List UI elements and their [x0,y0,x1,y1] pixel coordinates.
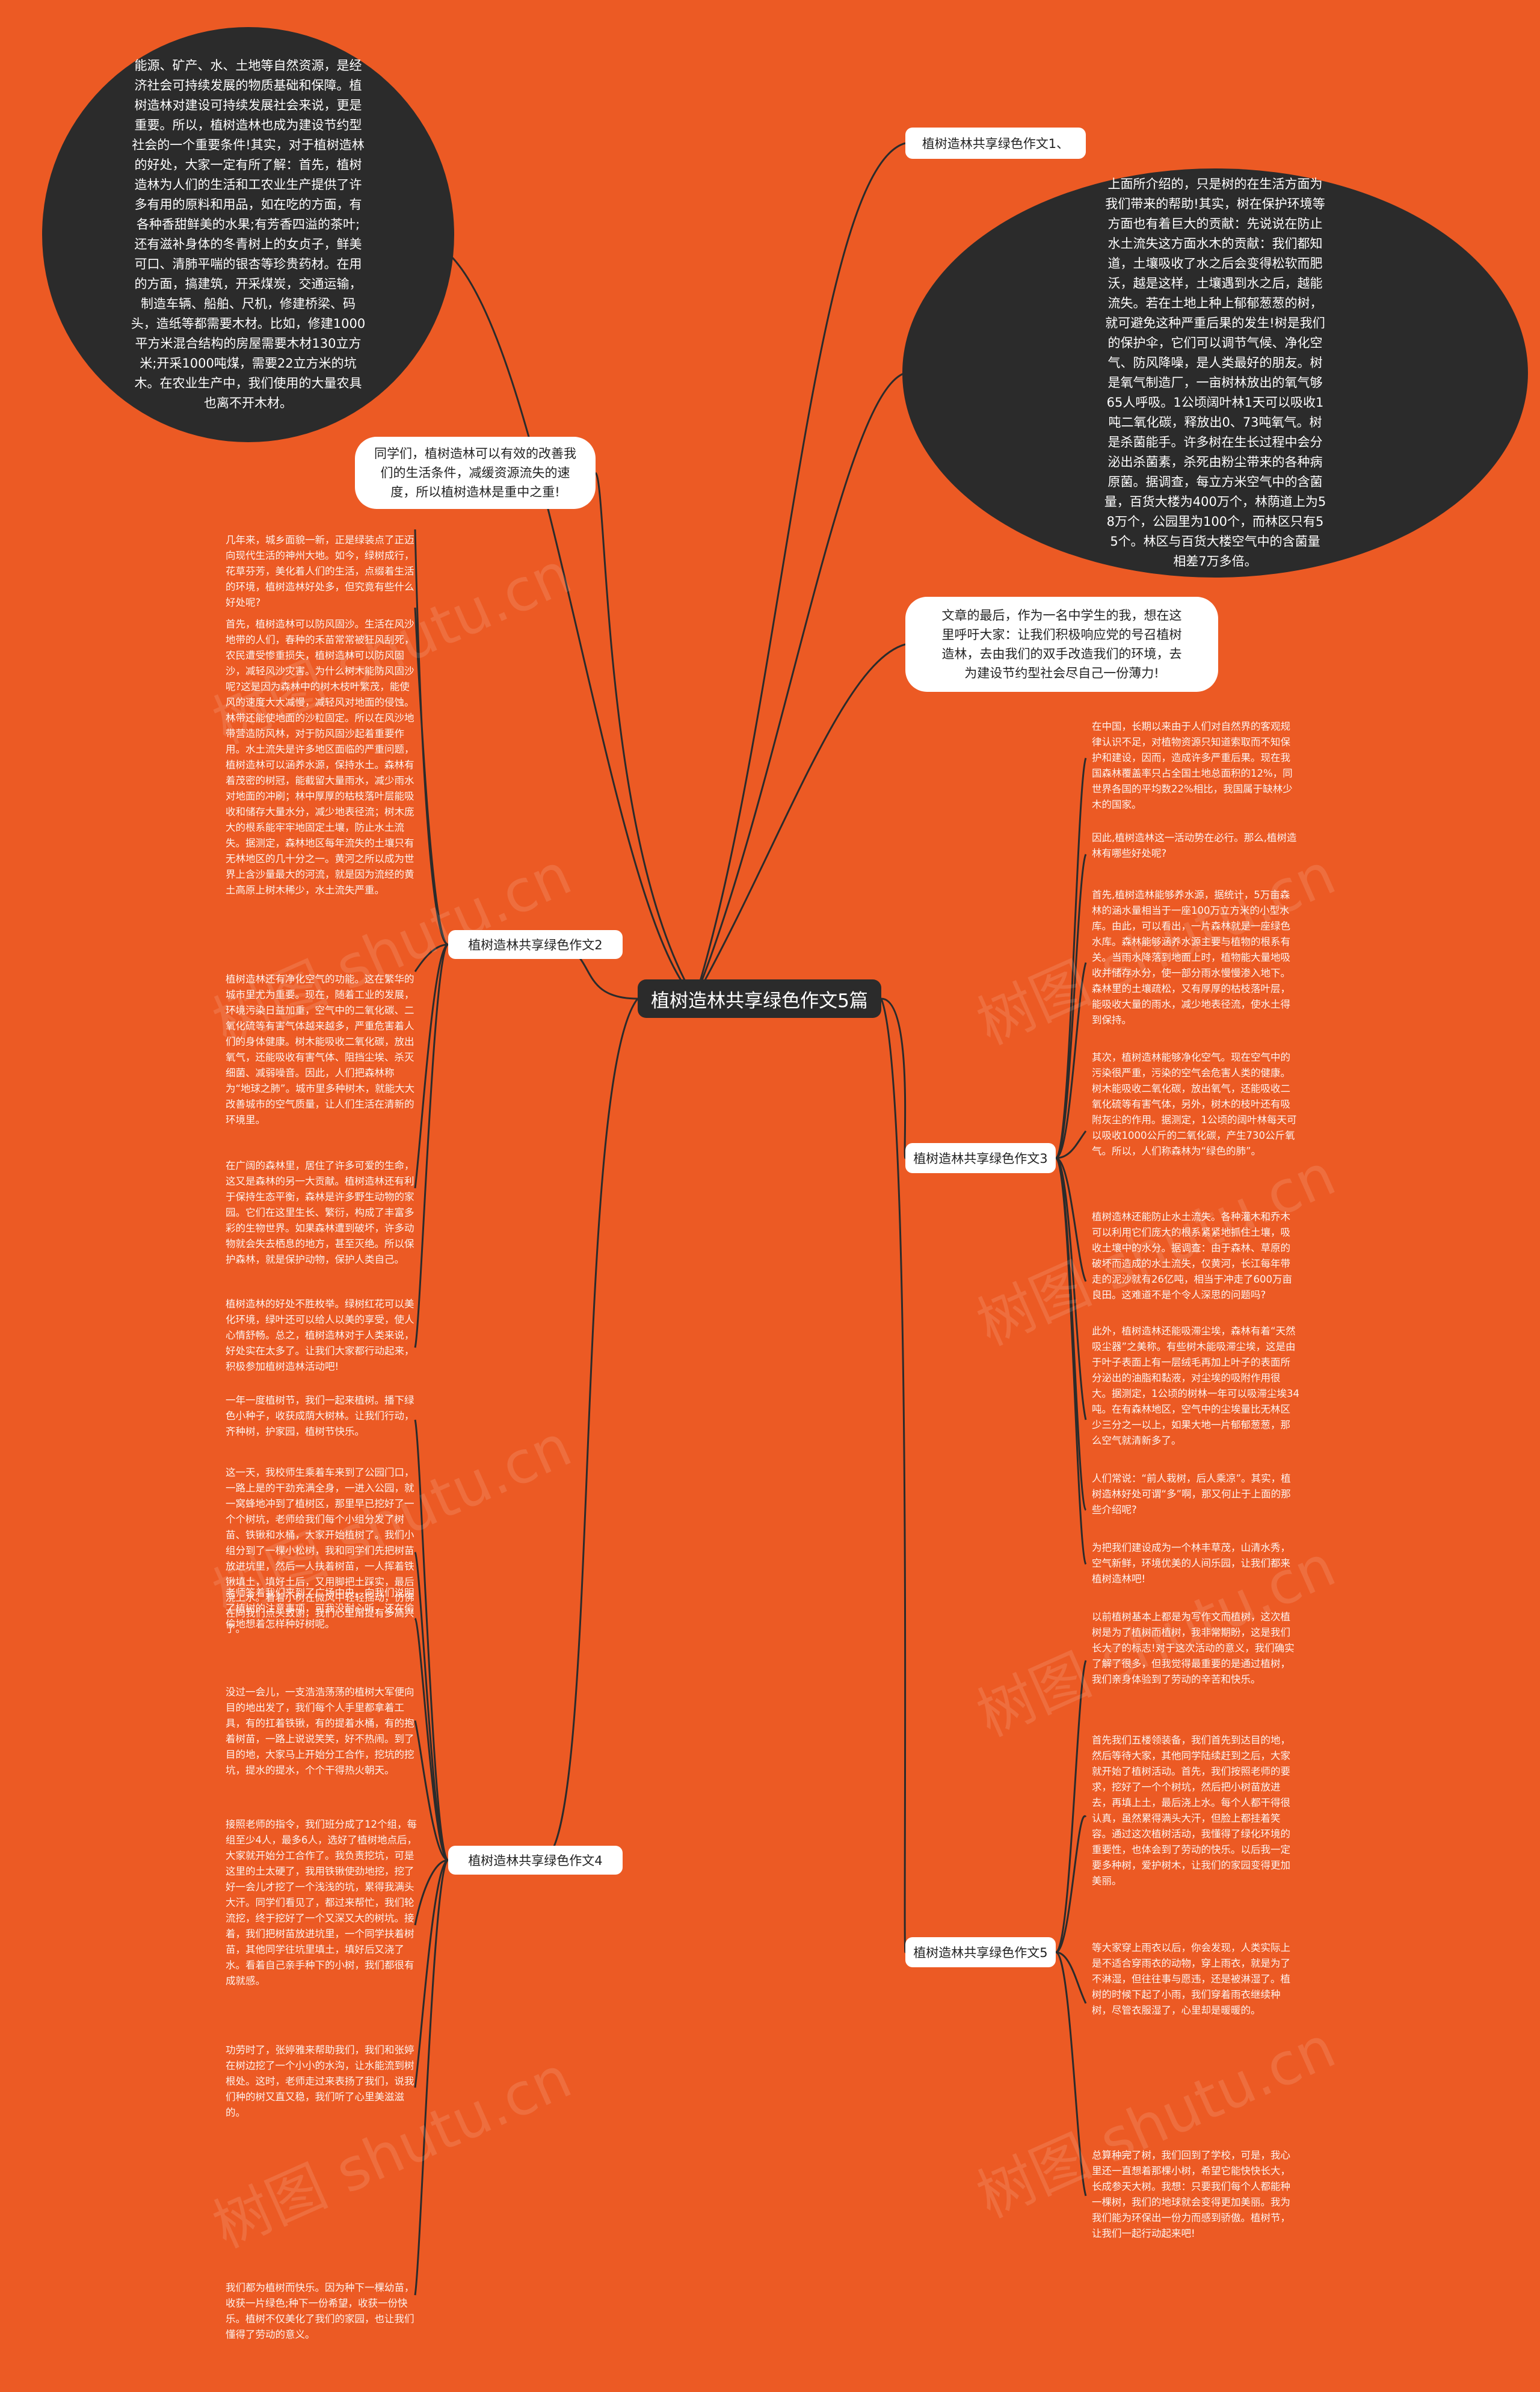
link-center-branch1 [694,142,906,999]
leaf-text: 为把我们建设成为一个林丰草茂，山清水秀，空气新鲜，环境优美的人间乐园，让我们都来… [1092,1542,1290,1585]
leaf-text: 接照老师的指令，我们班分成了12个组，每组至少4人，最多6人，选好了植树地点后，… [226,1819,417,1987]
leaf-text: 一年一度植树节，我们一起来植树。播下绿色小种子，收获成荫大树林。让我们行动，齐种… [226,1395,414,1437]
link-b3-leaves [1055,757,1087,1565]
branch-essay-4[interactable]: 植树造林共享绿色作文4 [448,1846,623,1875]
leaf-text: 功劳时了，张婷雅来帮助我们，我们和张婷在树边挖了一个小小的水沟，让水能流到树根处… [226,2044,414,2118]
closing-bubble-right[interactable]: 文章的最后，作为一名中学生的我，想在这里呼吁大家：让我们积极响应党的号召植树造林… [905,597,1218,692]
closing-bubble-left[interactable]: 同学们，植树造林可以有效的改善我们的生活条件，减缓资源流失的速度，所以植树造林是… [355,437,596,509]
benefit-ellipse-right[interactable]: 上面所介绍的，只是树的在生活方面为我们带来的帮助!其实，树在保护环境等方面也有着… [902,168,1528,578]
leaf-text: 没过一会儿，一支浩浩荡荡的植树大军便向目的地出发了，我们每个人手里都拿着工具，有… [226,1686,414,1776]
closing-bubble-right-text: 文章的最后，作为一名中学生的我，想在这里呼吁大家：让我们积极响应党的号召植树造林… [941,608,1182,680]
link-center-b4 [541,998,639,1861]
leaf-text: 几年来，城乡面貌一新，正是绿装点了正迈向现代生活的神州大地。如今，绿树成行，花草… [226,534,414,608]
leaf-text: 在广阔的森林里，居住了许多可爱的生命，这又是森林的另一大贡献。植树造林还有利于保… [226,1160,414,1265]
leaf-text: 植树造林还能防止水土流失。各种灌木和乔木可以利用它们庞大的根系紧紧地抓住土壤，吸… [1092,1211,1292,1301]
leaf-text: 植树造林的好处不胜枚举。绿树红花可以美化环境，绿叶还可以给人以美的享受，使人心情… [226,1298,414,1372]
leaf-text: 在中国，长期以来由于人们对自然界的客观规律认识不足，对植物资源只知道索取而不知保… [1092,721,1293,810]
link-center-b5 [880,998,907,1953]
leaf-text: 首先，植树造林可以防风固沙。生活在风沙地带的人们，春种的禾苗常常被狂风刮死，农民… [226,618,414,896]
leaf-text: 其次，植树造林能够净化空气。现在空气中的污染很严重，污染的空气会危害人类的健康。… [1092,1052,1297,1157]
intro-ellipse-left-text: 能源、矿产、水、土地等自然资源，是经济社会可持续发展的物质基础和保障。植树造林对… [131,58,366,410]
link-b5-leaves [1055,1660,1087,2196]
branch-essay-3[interactable]: 植树造林共享绿色作文3 [905,1143,1056,1173]
leaf-text: 等大家穿上雨衣以后，你会发现，人类实际上是不适合穿雨衣的动物，穿上雨衣，就是为了… [1092,1942,1290,2016]
branch-essay-1[interactable]: 植树造林共享绿色作文1、 [905,128,1086,159]
leaf-text: 总算种完了树，我们回到了学校，可是，我心里还一直想着那棵小树，希望它能快快长大，… [1092,2150,1290,2239]
link-center-b3 [881,997,907,1159]
leaf-text: 人们常说：“前人栽树，后人乘凉”。其实，植树造林好处可谓“多”啊，那又何止于上面… [1092,1473,1291,1515]
intro-ellipse-left[interactable]: 能源、矿产、水、土地等自然资源，是经济社会可持续发展的物质基础和保障。植树造林对… [42,27,454,442]
benefit-ellipse-right-text: 上面所介绍的，只是树的在生活方面为我们带来的帮助!其实，树在保护环境等方面也有着… [1104,177,1326,569]
branch-essay-5[interactable]: 植树造林共享绿色作文5 [905,1937,1056,1967]
link-center-bubble-left [594,472,696,999]
branch-essay-2[interactable]: 植树造林共享绿色作文2 [448,930,623,959]
center-topic[interactable]: 植树造林共享绿色作文5篇 [638,979,881,1018]
leaf-text: 首先,植树造林能够养水源，据统计，5万亩森林的涵水量相当于一座100万立方米的小… [1092,889,1290,1026]
leaf-text: 首先我们五楼领装备，我们首先到达目的地，然后等待大家，其他同学陆续赶到之后，大家… [1092,1734,1290,1887]
link-b2-leaves [414,529,449,1348]
leaf-text: 此外，植树造林还能吸滞尘埃，森林有着“天然吸尘器”之美称。有些树木能吸滞尘埃，这… [1092,1325,1299,1446]
leaf-text: 这一天，我校师生乘着车来到了公园门口，一路上是的干劲充满全身，一进入公园，就一窝… [226,1467,414,1635]
link-center-ellipse-right [694,372,906,999]
leaf-text: 以前植树基本上都是为写作文而植树，这次植树是为了植树而植树，我非常期盼，这是我们… [1092,1611,1295,1685]
link-center-bubble-right [694,643,906,999]
link-b4-leaves [414,1419,449,2296]
leaf-text: 老师答着我们来到了广场中央，向我们说明了植树的注意事项，可我没耐心听，还在偷偷地… [226,1587,414,1630]
leaf-text: 植树造林还有净化空气的功能。这在繁华的城市里尤为重要。现在，随着工业的发展，环境… [226,973,415,1126]
leaf-text: 因此,植树造林这一活动势在必行。那么,植树造林有哪些好处呢? [1092,832,1297,859]
closing-bubble-left-text: 同学们，植树造林可以有效的改善我们的生活条件，减缓资源流失的速度，所以植树造林是… [374,446,576,499]
leaf-text: 我们都为植树而快乐。因为种下一棵幼苗，收获一片绿色;种下一份希望，收获一份快乐。… [226,2282,414,2340]
link-center-ellipse-left [427,239,696,1000]
